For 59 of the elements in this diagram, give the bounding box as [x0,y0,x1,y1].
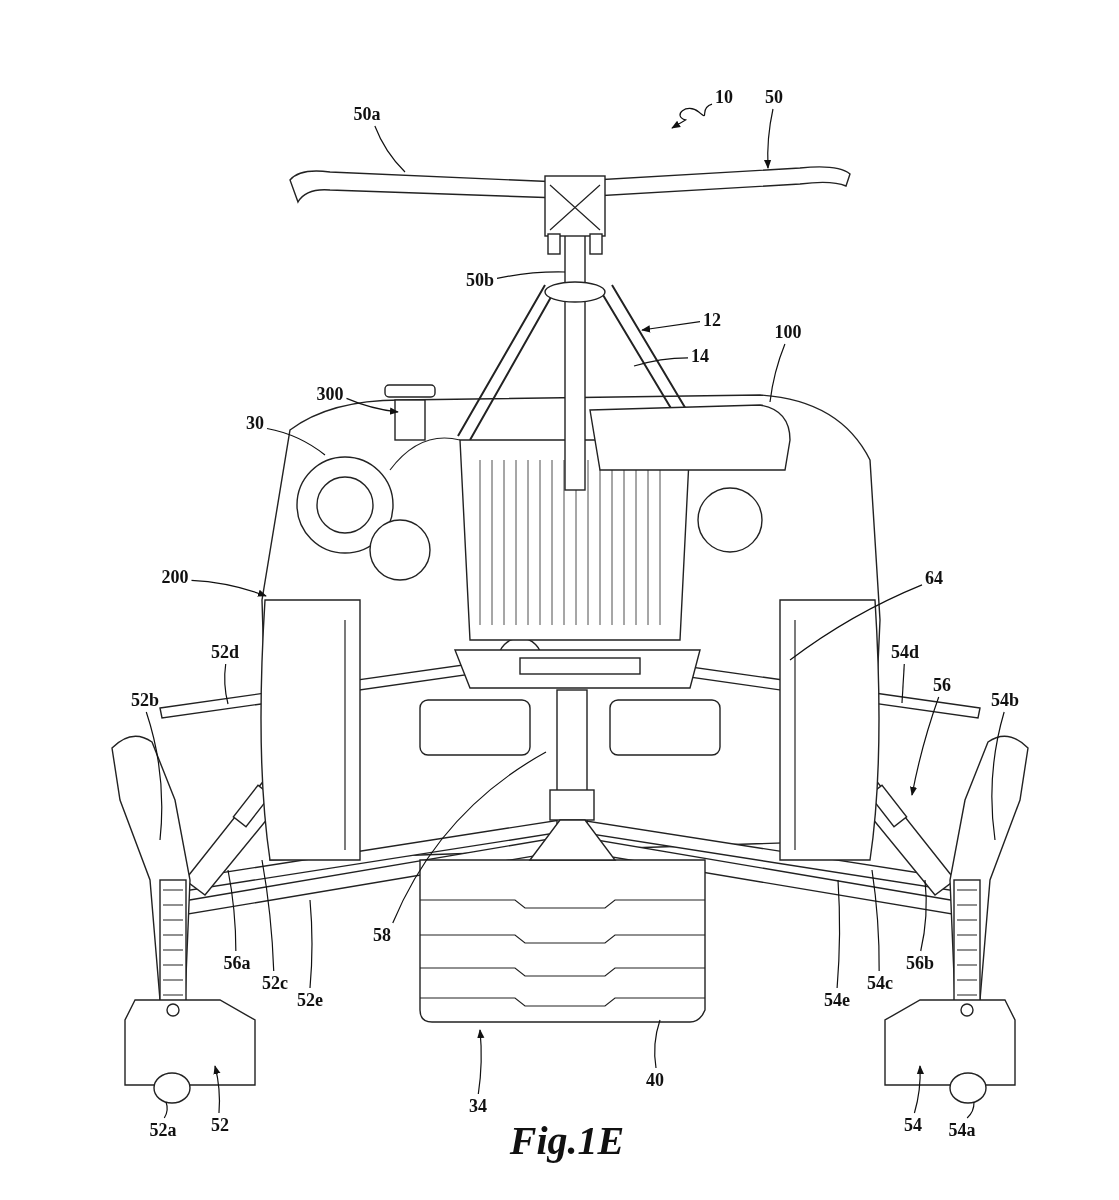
leader-line [145,711,163,841]
leader-line [266,427,326,456]
callout-number: 50b [465,270,495,290]
leader-line [261,859,275,972]
leader-line [769,343,786,403]
callout-number: 56b [905,953,935,973]
leader-line [224,663,229,705]
leader-line [496,271,566,279]
callout-number: 64 [924,568,944,588]
callout-number: 100 [773,322,803,342]
callout-number: 58 [372,925,392,945]
leader-arrow [213,1065,221,1114]
leader-line [392,751,547,924]
callout-number: 54 [903,1115,923,1135]
leader-line [654,1019,661,1069]
leader-line [633,357,689,367]
callout-number: 54a [947,1120,977,1140]
callout-number: 50a [352,104,382,124]
leader-line [871,869,880,972]
leader-arrow [910,696,940,796]
leader-line [227,869,237,952]
callout-number: 40 [645,1070,665,1090]
leader-arrow [477,1029,485,1095]
callout-number: 52d [210,642,240,662]
callout-number: 50 [764,87,784,107]
callout-number: 12 [702,310,722,330]
callout-number: 30 [245,413,265,433]
callout-number: 54c [866,973,894,993]
leader-arrow [764,108,774,169]
callout-number: 52a [148,1120,178,1140]
callout-number: 56 [932,675,952,695]
callout-number: 200 [160,567,190,587]
callout-number: 14 [690,346,710,366]
callout-number: 54b [990,690,1020,710]
callout-number: 56a [222,953,252,973]
leader-line [163,1101,168,1119]
leader-arrow [641,321,701,333]
leader-line [966,1101,975,1119]
callout-number: 10 [714,87,734,107]
leader-line [991,711,1005,841]
leader-arrow [671,103,713,129]
leader-arrow [345,397,399,415]
leader-line [920,879,927,952]
leader-line [374,125,406,173]
callout-number: 52e [296,990,324,1010]
callout-number: 54e [823,990,851,1010]
callout-number: 52c [261,973,289,993]
leader-arrow [913,1065,924,1114]
callout-number: 52 [210,1115,230,1135]
callout-number: 34 [468,1096,488,1116]
callout-number: 52b [130,690,160,710]
leader-line [901,663,905,704]
figure-caption: Fig.1E [509,1116,625,1164]
callout-number: 54d [890,642,920,662]
leader-line [789,584,923,661]
callout-number: 300 [315,384,345,404]
leader-line [836,879,841,989]
leader-line [309,899,313,989]
leader-arrow [190,579,267,597]
